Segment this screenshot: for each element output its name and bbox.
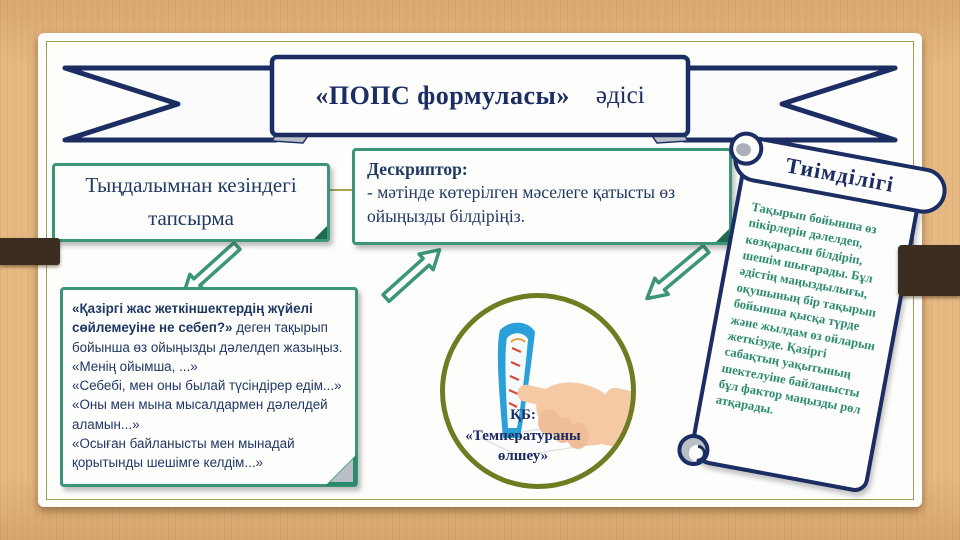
right-bookmark-tab bbox=[898, 245, 960, 296]
left-bookmark-tab bbox=[0, 238, 60, 265]
descriptor-heading: Дескриптор: bbox=[367, 159, 468, 179]
folded-corner-icon bbox=[314, 226, 327, 239]
task-question-bold: «Қазіргі жас жеткіншектердің жүйелі сөйл… bbox=[72, 301, 313, 336]
descriptor-box: Дескриптор: - мәтінде көтерілген мәселег… bbox=[352, 148, 732, 245]
task-line: «Менің ойымша, ...» bbox=[72, 358, 198, 374]
assessment-topic: «Температураны өлшеу» bbox=[465, 427, 581, 464]
task-line: «Себебі, мен оны былай түсіндірер едім..… bbox=[72, 378, 342, 394]
slide-title: «ПОПС формуласы» әдісі bbox=[272, 57, 688, 135]
task-line: «Осыған байланысты мен мынадай қорытынды… bbox=[72, 436, 295, 471]
title-main-text: «ПОПС формуласы» bbox=[315, 81, 570, 110]
pops-task-box: «Қазіргі жас жеткіншектердің жүйелі сөйл… bbox=[60, 287, 358, 487]
listening-task-box: Тыңдалымнан кезіндегі тапсырма bbox=[52, 163, 330, 242]
task-line: «Оны мен мына мысалдармен дәлелдей аламы… bbox=[72, 397, 328, 432]
scroll-text: Тақырып бойынша өз пікірлерін дәлелдеп, … bbox=[714, 199, 878, 418]
folded-corner-paper-icon bbox=[330, 459, 353, 482]
hand-thermometer-image bbox=[478, 322, 631, 457]
folded-corner-icon bbox=[716, 229, 729, 242]
listening-task-text: Тыңдалымнан кезіндегі тапсырма bbox=[85, 173, 297, 230]
descriptor-text: - мәтінде көтерілген мәселеге қатысты өз… bbox=[367, 182, 676, 226]
title-suffix-text: әдісі bbox=[595, 82, 645, 109]
assessment-circle: ҚБ: «Температураны өлшеу» bbox=[440, 293, 636, 489]
assessment-caption: ҚБ: «Температураны өлшеу» bbox=[453, 405, 593, 466]
task-question-rest: деген тақырып бойынша өз ойыңызды дәлелд… bbox=[72, 320, 343, 355]
scroll-title: Тиімділігі bbox=[783, 152, 897, 197]
assessment-label: ҚБ: bbox=[510, 407, 536, 424]
